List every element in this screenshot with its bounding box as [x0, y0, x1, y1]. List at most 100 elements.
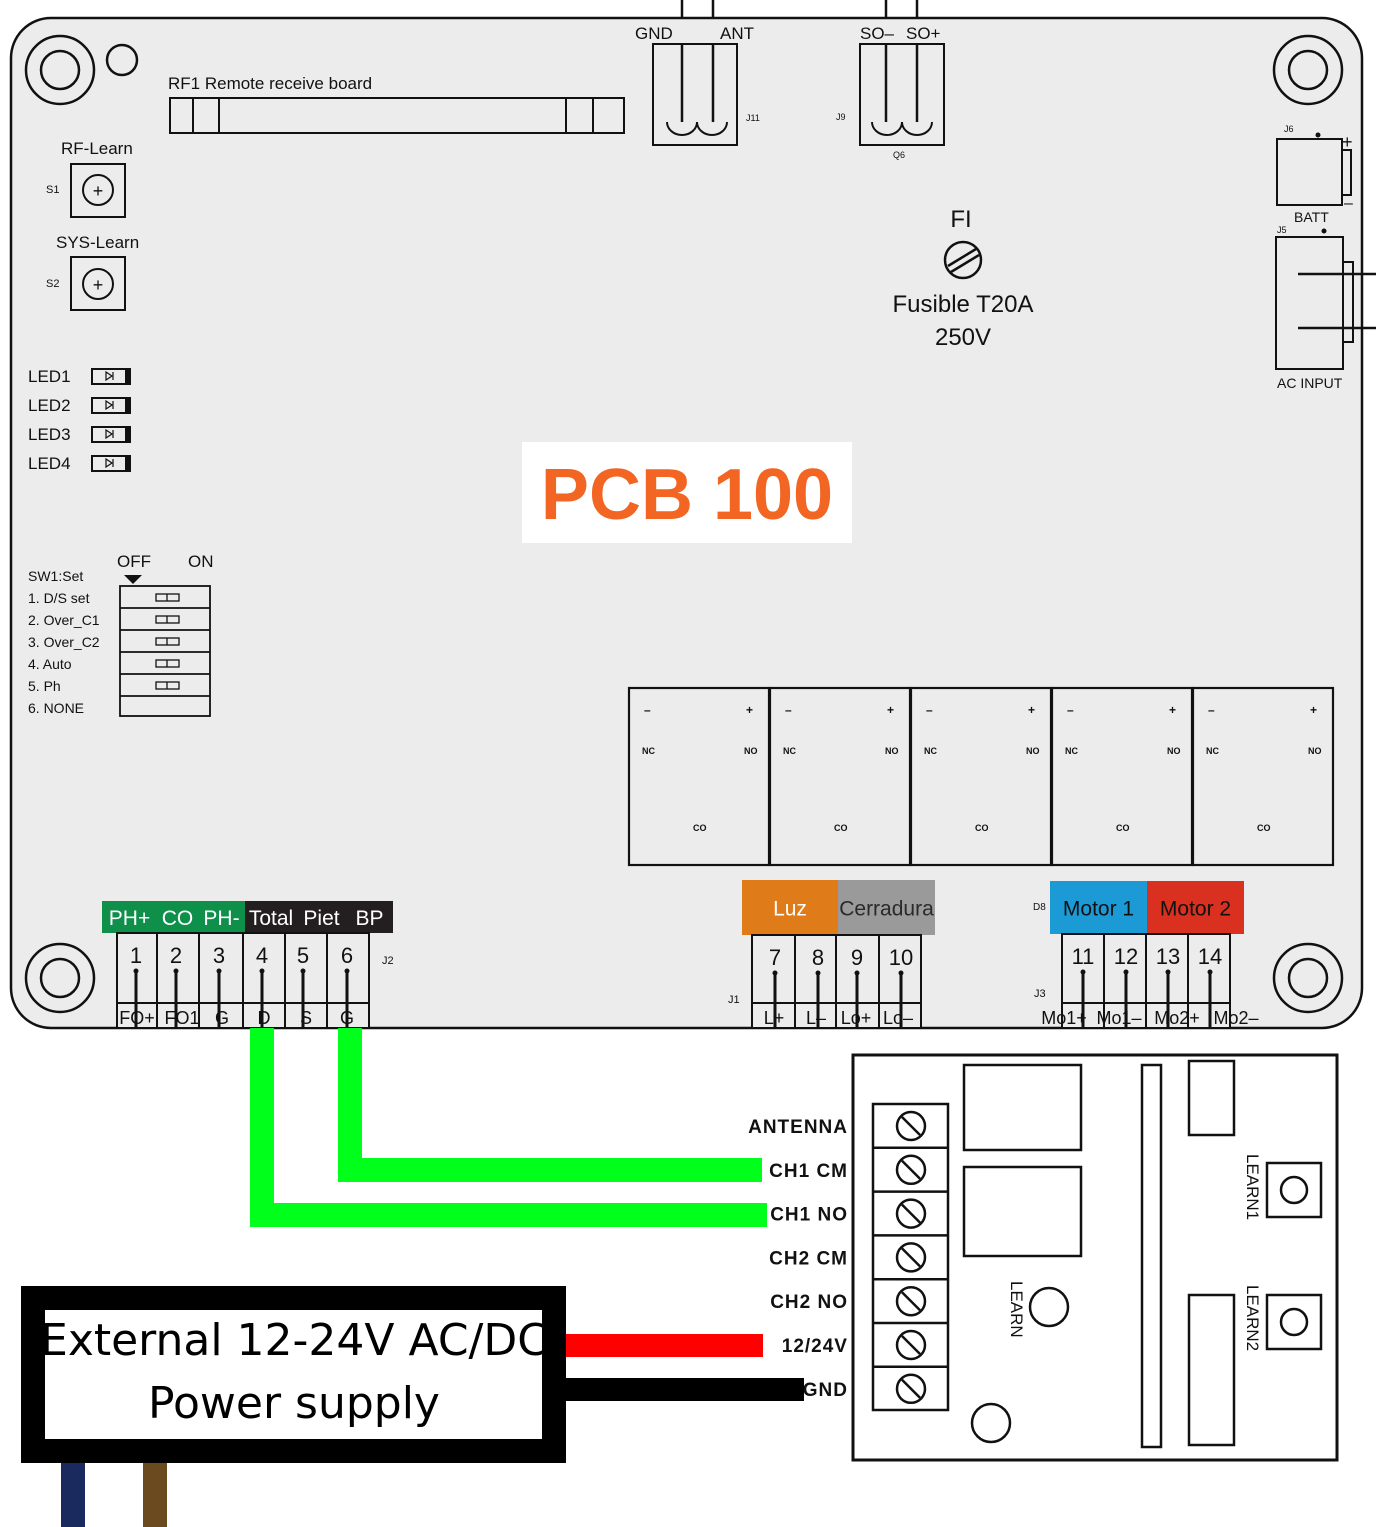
power-supply-line1: External 12-24V AC/DC: [40, 1315, 548, 1366]
terminal-bottom-label: G: [340, 1008, 354, 1028]
sw-title: SW1:Set: [28, 568, 83, 584]
terminal-header: [157, 901, 198, 933]
learn2-button[interactable]: LEARN2: [1243, 1285, 1323, 1351]
diode-icon: [105, 399, 114, 411]
terminal-header-label: Total: [249, 907, 293, 930]
terminal-8[interactable]: 8L–: [806, 945, 826, 1028]
terminal-bottom-label: FO1: [164, 1008, 199, 1028]
relay-co: CO: [834, 823, 848, 833]
dip-item-label: 6. NONE: [28, 700, 84, 716]
dip-item-label: 2. Over_C1: [28, 612, 100, 628]
led-label: LED4: [28, 454, 71, 473]
relay-nc: NC: [924, 746, 937, 756]
dip-item-label: 3. Over_C2: [28, 634, 100, 650]
mains-wire-live: [143, 1462, 167, 1527]
q6-ref: Q6: [893, 150, 905, 160]
terminal-header: [742, 880, 838, 935]
relay-nc: NC: [642, 746, 655, 756]
terminal-header: [297, 901, 346, 933]
terminal-7[interactable]: 7L+: [764, 945, 785, 1028]
rf-learn-label: RF-Learn: [61, 139, 133, 158]
receiver-terminal[interactable]: GND: [803, 1365, 948, 1405]
terminal-number: 4: [256, 943, 268, 968]
relay-plus: +: [1028, 703, 1035, 717]
terminal-4[interactable]: 4D: [256, 943, 271, 1028]
receiver-terminal-label: ANTENNA: [748, 1117, 848, 1138]
learn-button[interactable]: LEARN: [1007, 1281, 1070, 1338]
terminal-number: 13: [1156, 944, 1180, 969]
diode-icon: [105, 370, 114, 382]
terminal-bottom-label: Mo2+: [1154, 1008, 1200, 1028]
terminal-number: 9: [851, 945, 863, 970]
sys-learn-button[interactable]: SYS-Learn S2 +: [46, 233, 139, 311]
terminal-header-label: BP: [355, 907, 383, 930]
wire-total-to-ch1-no: [250, 1028, 767, 1227]
fuse-rating: Fusible T20A: [893, 291, 1034, 318]
wire-g-to-ch1-cm: [338, 1028, 762, 1182]
led-label: LED1: [28, 367, 71, 386]
terminal-bottom-label: Mo1–: [1096, 1008, 1141, 1028]
receiver-terminal[interactable]: CH2 CM: [769, 1234, 948, 1273]
rf-learn-button[interactable]: RF-Learn S1 +: [46, 139, 133, 218]
terminal-bottom-label: L+: [764, 1008, 785, 1028]
terminal-3[interactable]: 3G: [213, 943, 229, 1028]
terminal-header-label: Motor 2: [1160, 898, 1231, 921]
terminal-header-label: CO: [162, 907, 194, 930]
learn1-label: LEARN1: [1243, 1154, 1262, 1220]
power-wires: [61, 1334, 804, 1527]
external-power-supply: External 12-24V AC/DC Power supply: [21, 1286, 566, 1463]
terminal-number: 2: [170, 943, 182, 968]
terminal-number: 11: [1072, 944, 1095, 969]
wire-positive: [566, 1334, 763, 1357]
terminal-header-label: Luz: [773, 898, 807, 921]
relay-plus: +: [887, 703, 894, 717]
receiver-terminal[interactable]: CH1 CM: [769, 1146, 948, 1186]
svg-text:+: +: [93, 181, 104, 201]
terminal-5[interactable]: 5S: [297, 943, 312, 1028]
fuse-fi-label: FI: [950, 206, 971, 233]
learn1-button[interactable]: LEARN1: [1243, 1154, 1323, 1220]
relay-minus: –: [644, 703, 651, 717]
terminal-9[interactable]: 9Lo+: [841, 945, 872, 1028]
terminal-6[interactable]: 6G: [340, 943, 354, 1028]
relay-co: CO: [1116, 823, 1130, 833]
batt-plus: +: [1342, 132, 1353, 152]
receiver-terminal[interactable]: CH1 NO: [770, 1190, 948, 1229]
terminal-bottom-label: Lo–: [883, 1008, 913, 1028]
terminal-header-label: PH-: [203, 907, 239, 930]
receiver-terminal[interactable]: 12/24V: [782, 1321, 948, 1361]
sw-off-label: OFF: [117, 552, 151, 571]
j6-ref: J6: [1284, 124, 1294, 134]
ac-input-label: AC INPUT: [1277, 375, 1343, 391]
receiver-terminal-label: GND: [803, 1380, 848, 1401]
terminal-bottom-label: D: [258, 1008, 271, 1028]
s2-ref: S2: [46, 278, 59, 290]
led-label: LED2: [28, 396, 71, 415]
learn-label: LEARN: [1007, 1281, 1026, 1338]
terminal-bottom-label: L–: [806, 1008, 826, 1028]
terminal-header-label: Piet: [303, 907, 339, 930]
dip-item-label: 4. Auto: [28, 656, 72, 672]
receiver-terminal[interactable]: ANTENNA: [748, 1110, 927, 1142]
terminal-number: 10: [889, 945, 913, 970]
terminal-1[interactable]: 1FO+: [119, 943, 155, 1028]
terminal-number: 3: [213, 943, 225, 968]
fuse-screw-icon: [943, 240, 983, 280]
receiver-terminal[interactable]: CH2 NO: [770, 1277, 948, 1317]
sys-learn-label: SYS-Learn: [56, 233, 139, 252]
